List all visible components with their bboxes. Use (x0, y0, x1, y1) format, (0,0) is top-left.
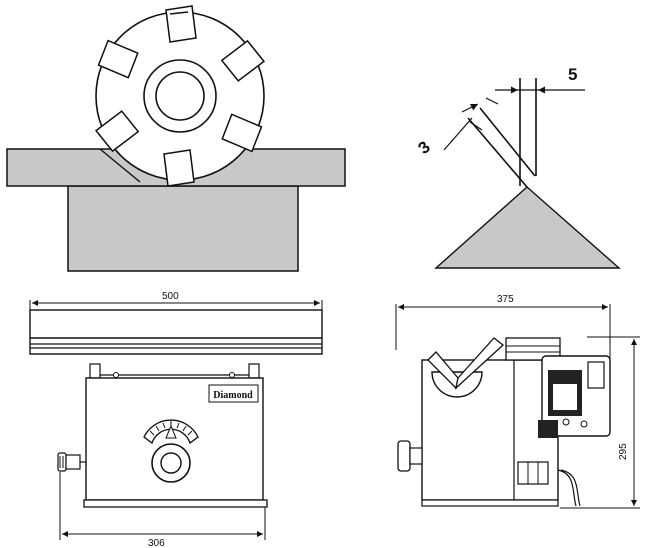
cutter-on-workpiece-illustration (6, 5, 346, 272)
chamfer-width-label: 5 (568, 65, 577, 84)
chamfer-detail: 5 3 (414, 65, 621, 269)
side-depth-dimension: 375 (497, 294, 514, 305)
front-width-dimension: 500 (162, 291, 179, 302)
switch-box (517, 461, 549, 485)
side-knob (57, 452, 86, 472)
table-top (29, 309, 323, 355)
motor-assembly (538, 355, 611, 438)
side-view-knob (397, 440, 423, 472)
milling-cutter (94, 5, 266, 187)
brand-logo-text: Diamond (213, 390, 253, 401)
brand-logo-plate (208, 384, 259, 403)
chamfer-triangle (434, 186, 621, 269)
side-height-dimension: 295 (618, 443, 629, 460)
base-block (67, 185, 299, 272)
base-plate (83, 499, 268, 508)
v-angle-holder (427, 337, 505, 398)
angle-scale (143, 419, 199, 445)
machine-front-view: 500 Diamond (29, 291, 323, 548)
front-base-dimension: 306 (148, 538, 165, 548)
machine-side-view: 375 295 (395, 294, 640, 509)
chamfer-size-label: 3 (414, 137, 433, 158)
